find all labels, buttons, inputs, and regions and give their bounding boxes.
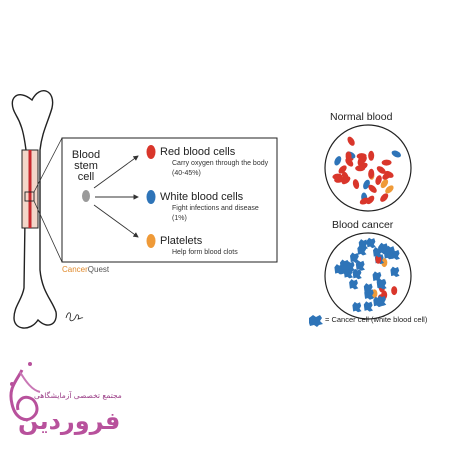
detail-box xyxy=(61,137,278,263)
cancer-cell xyxy=(358,239,368,250)
normal-blood-cell xyxy=(368,184,377,193)
legend-text: = Cancer cell (white blood cell) xyxy=(325,315,428,324)
normal-blood-cell xyxy=(356,153,367,160)
cancer-cell xyxy=(390,266,400,277)
blood-cell xyxy=(391,286,398,296)
cancer-cell xyxy=(366,237,376,249)
normal-blood-cell xyxy=(347,136,355,146)
cancer-cell xyxy=(350,252,360,263)
normal-blood-cell xyxy=(334,156,342,166)
normal-blood-cell xyxy=(385,185,394,194)
red-cell-icon xyxy=(146,145,156,159)
bone-illustration xyxy=(11,90,84,329)
red-cell-desc-1: Carry oxygen through the body xyxy=(172,160,269,167)
cancer-cell xyxy=(349,279,359,290)
cancer-cell xyxy=(383,249,394,260)
cancer-cell xyxy=(355,260,365,271)
brand-main: Cancer xyxy=(62,265,88,274)
magnify-square xyxy=(24,191,35,202)
cancer-cell xyxy=(352,301,362,313)
normal-blood-cell xyxy=(352,179,360,190)
platelet-desc-1: Help form blood clots xyxy=(172,249,238,256)
normal-blood-cell xyxy=(355,165,366,172)
normal-blood-cell xyxy=(363,179,370,190)
blood-cell xyxy=(375,254,382,264)
white-cell-desc-2: (1%) xyxy=(172,215,187,222)
cancerquest-logo: CancerQuest xyxy=(62,265,110,275)
blood-cell xyxy=(381,258,388,268)
cancer-cell xyxy=(363,301,373,312)
normal-blood-cell xyxy=(359,197,370,205)
cancer-cell xyxy=(377,278,387,290)
stem-cell xyxy=(82,190,90,202)
watermark-logo xyxy=(9,362,41,421)
platelet-title: Platelets xyxy=(160,235,203,247)
normal-blood-cell xyxy=(380,193,389,202)
normal-blood-cell xyxy=(391,150,402,158)
normal-blood-circle xyxy=(324,124,412,212)
cancer-cell xyxy=(372,247,383,258)
cancer-cell xyxy=(363,283,374,294)
normal-blood-cell xyxy=(357,156,365,166)
normal-blood-cell xyxy=(338,165,347,174)
arrow-to-red xyxy=(93,155,139,189)
normal-blood-cell xyxy=(345,151,352,162)
red-cell-desc-2: (40-45%) xyxy=(172,170,201,177)
normal-blood-cell xyxy=(368,168,375,179)
white-cell-icon xyxy=(146,190,156,204)
white-cell-desc-1: Fight infections and disease xyxy=(172,205,259,212)
normal-blood-cell xyxy=(332,173,343,180)
artist-signature xyxy=(65,312,84,322)
normal-blood-title: Normal blood xyxy=(330,111,393,123)
cancer-cell xyxy=(352,268,362,280)
normal-blood-cell xyxy=(376,166,386,174)
normal-blood-cell xyxy=(382,172,392,180)
platelet-icon xyxy=(146,234,156,248)
cancer-cell xyxy=(373,296,383,308)
red-cell-title: Red blood cells xyxy=(160,146,236,158)
normal-blood-cell xyxy=(381,159,392,166)
brand-accent: Quest xyxy=(87,265,110,274)
blood-cancer-circle xyxy=(324,232,412,320)
cancer-cell-legend-icon xyxy=(309,315,323,327)
normal-blood-cell xyxy=(380,179,389,189)
blood-cancer-title: Blood cancer xyxy=(332,219,394,231)
normal-blood-cell xyxy=(375,175,382,185)
watermark-line-2: فروردین xyxy=(18,407,121,435)
arrow-to-platelet xyxy=(93,204,139,238)
normal-blood-cell xyxy=(366,195,375,205)
cancer-cell xyxy=(340,264,350,276)
white-cell-title: White blood cells xyxy=(160,191,244,203)
watermark-line-1: مجتمع تخصصی آزمایشگاهی xyxy=(34,391,122,400)
normal-blood-cell xyxy=(368,150,375,161)
stem-cell-label: Blood stem cell xyxy=(71,149,101,183)
